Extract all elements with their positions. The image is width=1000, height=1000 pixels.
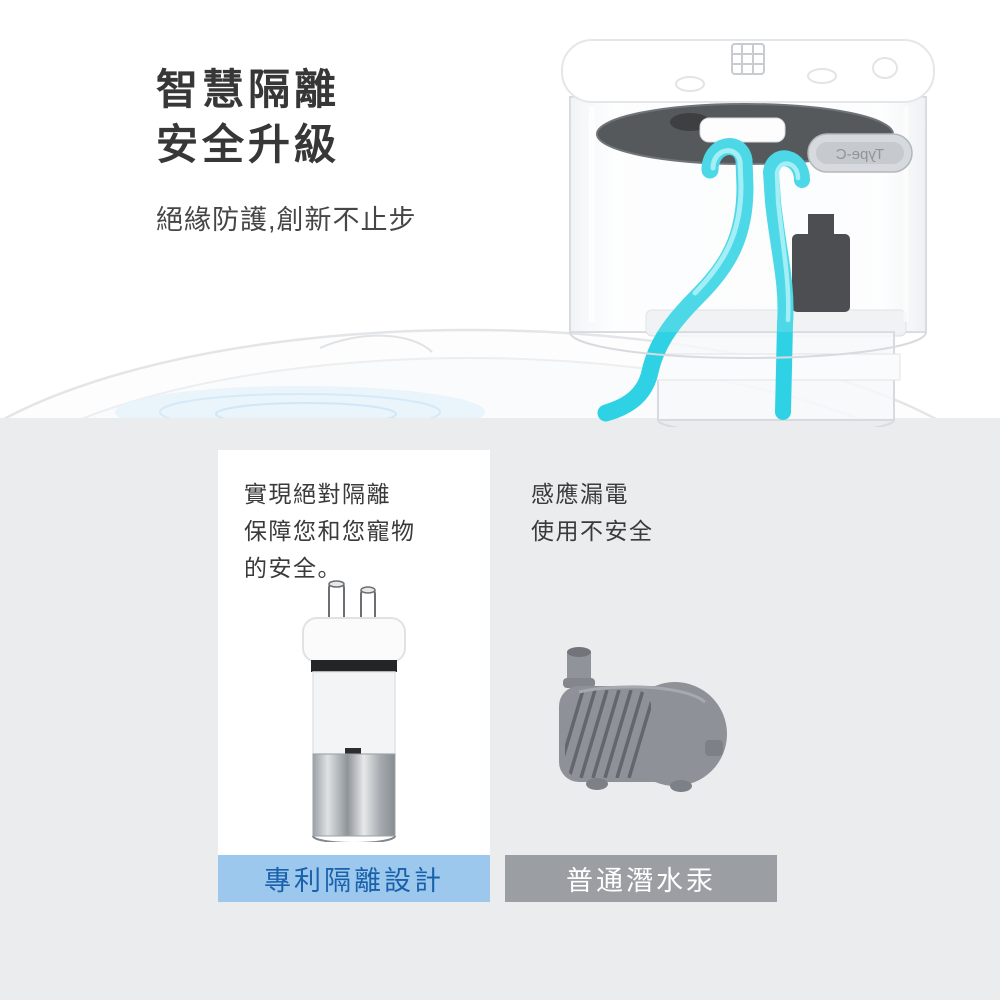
patented-design-badge: 專利隔離設計 — [218, 855, 490, 902]
type-c-plug: Type-C — [807, 133, 913, 173]
desc-line: 的安全。 — [244, 555, 342, 581]
ordinary-pump-badge: 普通潛水汞 — [505, 855, 777, 902]
pump-spout — [563, 647, 595, 688]
motor-block — [792, 214, 850, 312]
page-title-line2: 安全升級 — [156, 121, 341, 168]
isolation-pump-illustration — [302, 580, 406, 842]
ordinary-pump-description: 感應漏電 使用不安全 — [505, 450, 777, 550]
desc-line: 實現絕對隔離 — [244, 481, 391, 507]
lid-grid-icon — [731, 43, 765, 75]
fountain-device-illustration: Type-C — [561, 39, 935, 427]
desc-line: 使用不安全 — [531, 518, 654, 544]
patented-pump-card: 實現絕對隔離 保障您和您寵物 的安全。 專利隔離設計 — [218, 450, 490, 902]
water-flow-tubes — [597, 138, 810, 422]
headline-block: 智慧隔離 安全升級 絕緣防護,創新不止步 — [156, 62, 417, 237]
pump-outlet-tubes — [328, 580, 376, 625]
page-title-line1: 智慧隔離 — [156, 66, 341, 113]
desc-line: 感應漏電 — [531, 481, 629, 507]
submersible-pump-illustration — [559, 647, 727, 792]
desc-line: 保障您和您寵物 — [244, 518, 416, 544]
water-surface — [115, 386, 485, 425]
comparison-section-background — [0, 418, 1000, 1000]
device-lid — [561, 39, 935, 103]
ordinary-pump-card: 感應漏電 使用不安全 普通潛水汞 — [505, 450, 777, 902]
pump-vent-grille — [565, 690, 651, 778]
page-subtitle: 絕緣防護,創新不止步 — [156, 205, 417, 235]
type-c-label: Type-C — [836, 146, 885, 163]
patented-pump-description: 實現絕對隔離 保障您和您寵物 的安全。 — [218, 450, 490, 587]
